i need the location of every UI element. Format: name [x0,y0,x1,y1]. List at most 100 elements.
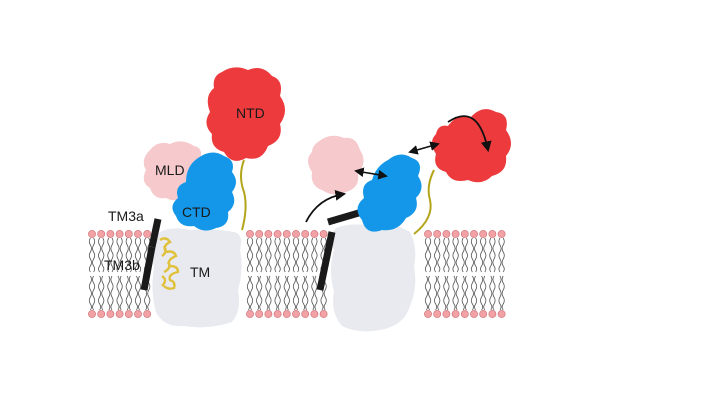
ctd-domain-left [172,152,236,231]
lipid-tail [274,275,278,311]
lipid-tail [446,275,450,311]
tm-helix-right-vertical [316,231,336,291]
lipid-tail [119,275,123,311]
lipid-head [301,230,310,238]
ntd-domain-left [206,67,285,161]
lipid-head [143,310,152,318]
lipid-head [124,230,133,238]
lipid-tail [474,275,478,311]
lipid-tail [246,237,250,273]
lipid-tail [128,275,132,311]
lipid-tail [311,275,315,311]
lipid-tail [302,237,306,273]
lipid-head [479,230,488,238]
lipid-bilayer-middle [246,230,328,318]
lipid-tail [483,275,487,311]
lipid-head [451,230,460,238]
cholesterol-squiggle [159,237,180,290]
lipid-tail [125,275,129,311]
linker-right [413,169,435,235]
lipid-tail [480,237,484,273]
lipid-tail [283,237,287,273]
lipid-tail [250,237,254,273]
lipid-tail [434,237,438,273]
tm-helix-right-horizontal [327,208,363,226]
lipid-tail [116,237,120,273]
lipid-tail [305,275,309,311]
lipid-head [460,230,469,238]
lipid-tail [437,275,441,311]
label-mld: MLD [155,162,185,178]
lipid-tail [483,237,487,273]
lipid-tail [116,275,120,311]
lipid-head [273,310,282,318]
lipid-head [264,230,273,238]
tm3b-helix [140,246,156,291]
lipid-tail [88,237,92,273]
lipid-tail [292,275,296,311]
lipid-tail [434,275,438,311]
lipid-tail [501,237,505,273]
lipid-tail [474,237,478,273]
lipid-tail [286,237,290,273]
lipid-tail [424,275,428,311]
lipid-tail [128,237,132,273]
lipid-head [479,310,488,318]
lipid-head [246,310,254,318]
label-tm3b: TM3b [104,257,140,273]
double-headed-arrow-icon-ctd-ntd [408,141,440,155]
lipid-tail [501,275,505,311]
lipid-tail [311,237,315,273]
lipid-tail [314,275,318,311]
lipid-head [470,310,478,318]
lipid-tail [443,275,447,311]
lipid-tail [428,275,432,311]
mld-domain-right [308,135,364,195]
lipid-head [424,230,432,238]
lipid-tail [461,237,465,273]
label-tm3a: TM3a [108,208,144,224]
lipid-tail [268,275,272,311]
lipid-tail [470,237,474,273]
label-ctd: CTD [182,204,211,220]
tm-domain-right [331,224,416,332]
lipid-tail [134,275,138,311]
lipid-head [134,230,142,238]
lipid-tail [138,237,142,273]
lipid-tail [461,275,465,311]
lipid-tail [277,237,281,273]
lipid-tail [88,275,92,311]
lipid-tail [92,275,96,311]
lipid-head [106,310,115,318]
lipid-tail [259,275,263,311]
lipid-head [246,230,254,238]
lipid-tail [107,275,111,311]
lipid-head [106,230,115,238]
lipid-head [433,230,442,238]
lipid-tail [302,275,306,311]
lipid-tail [452,275,456,311]
lipid-head [301,310,310,318]
lipid-head [134,310,142,318]
lipid-head [319,230,328,238]
lipid-head [310,310,319,318]
label-ntd: NTD [236,105,265,121]
lipid-head [255,230,264,238]
lipid-head [292,230,300,238]
lipid-head [282,230,291,238]
lipid-head [319,310,328,318]
lipid-tail [265,275,269,311]
lipid-tail [101,237,105,273]
lipid-tail [470,275,474,311]
curved-arrow-icon-ntd [447,115,492,153]
lipid-tail [498,237,502,273]
lipid-tail [138,275,142,311]
lipid-tail [455,275,459,311]
lipid-head [488,310,497,318]
lipid-head [124,310,133,318]
lipid-bilayer-right [424,230,506,318]
lipid-tail [246,275,250,311]
lipid-tail [101,275,105,311]
lipid-tail [92,237,96,273]
